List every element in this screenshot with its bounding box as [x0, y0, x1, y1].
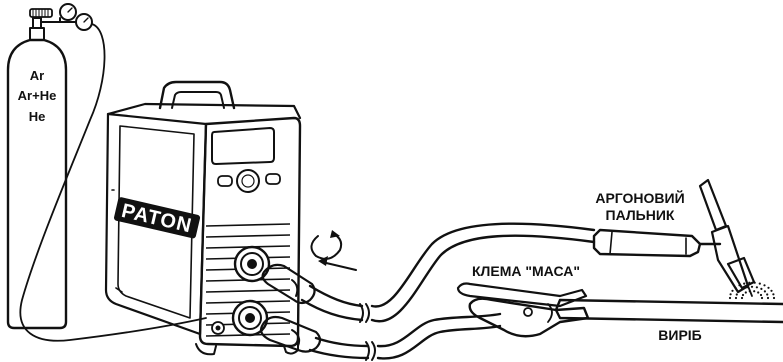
- display-screen: [212, 128, 274, 164]
- torch-label-line-2: ПАЛЬНИК: [606, 207, 675, 223]
- gas-type-ar-he: Ar+He: [18, 88, 57, 103]
- gas-cylinder: Ar Ar+He He: [8, 4, 92, 328]
- connect-rotate-arrow-icon: [311, 230, 356, 270]
- right-button[interactable]: [266, 174, 280, 184]
- positive-output-socket[interactable]: [235, 247, 269, 281]
- torch-label-line-1: АРГОНОВИЙ: [595, 189, 684, 206]
- workpiece-label: ВИРІБ: [658, 327, 701, 343]
- left-button[interactable]: [218, 176, 232, 186]
- workpiece-plate: [556, 300, 783, 322]
- clamp-label: КЛЕМА "МАСА": [472, 263, 580, 279]
- control-knob[interactable]: [237, 170, 259, 192]
- gas-type-ar: Ar: [30, 68, 44, 83]
- gas-hose: [20, 24, 206, 341]
- paton-brand-logo: PATON: [113, 197, 200, 239]
- welding-machine: PATON: [106, 82, 300, 354]
- gas-type-he: He: [29, 109, 46, 124]
